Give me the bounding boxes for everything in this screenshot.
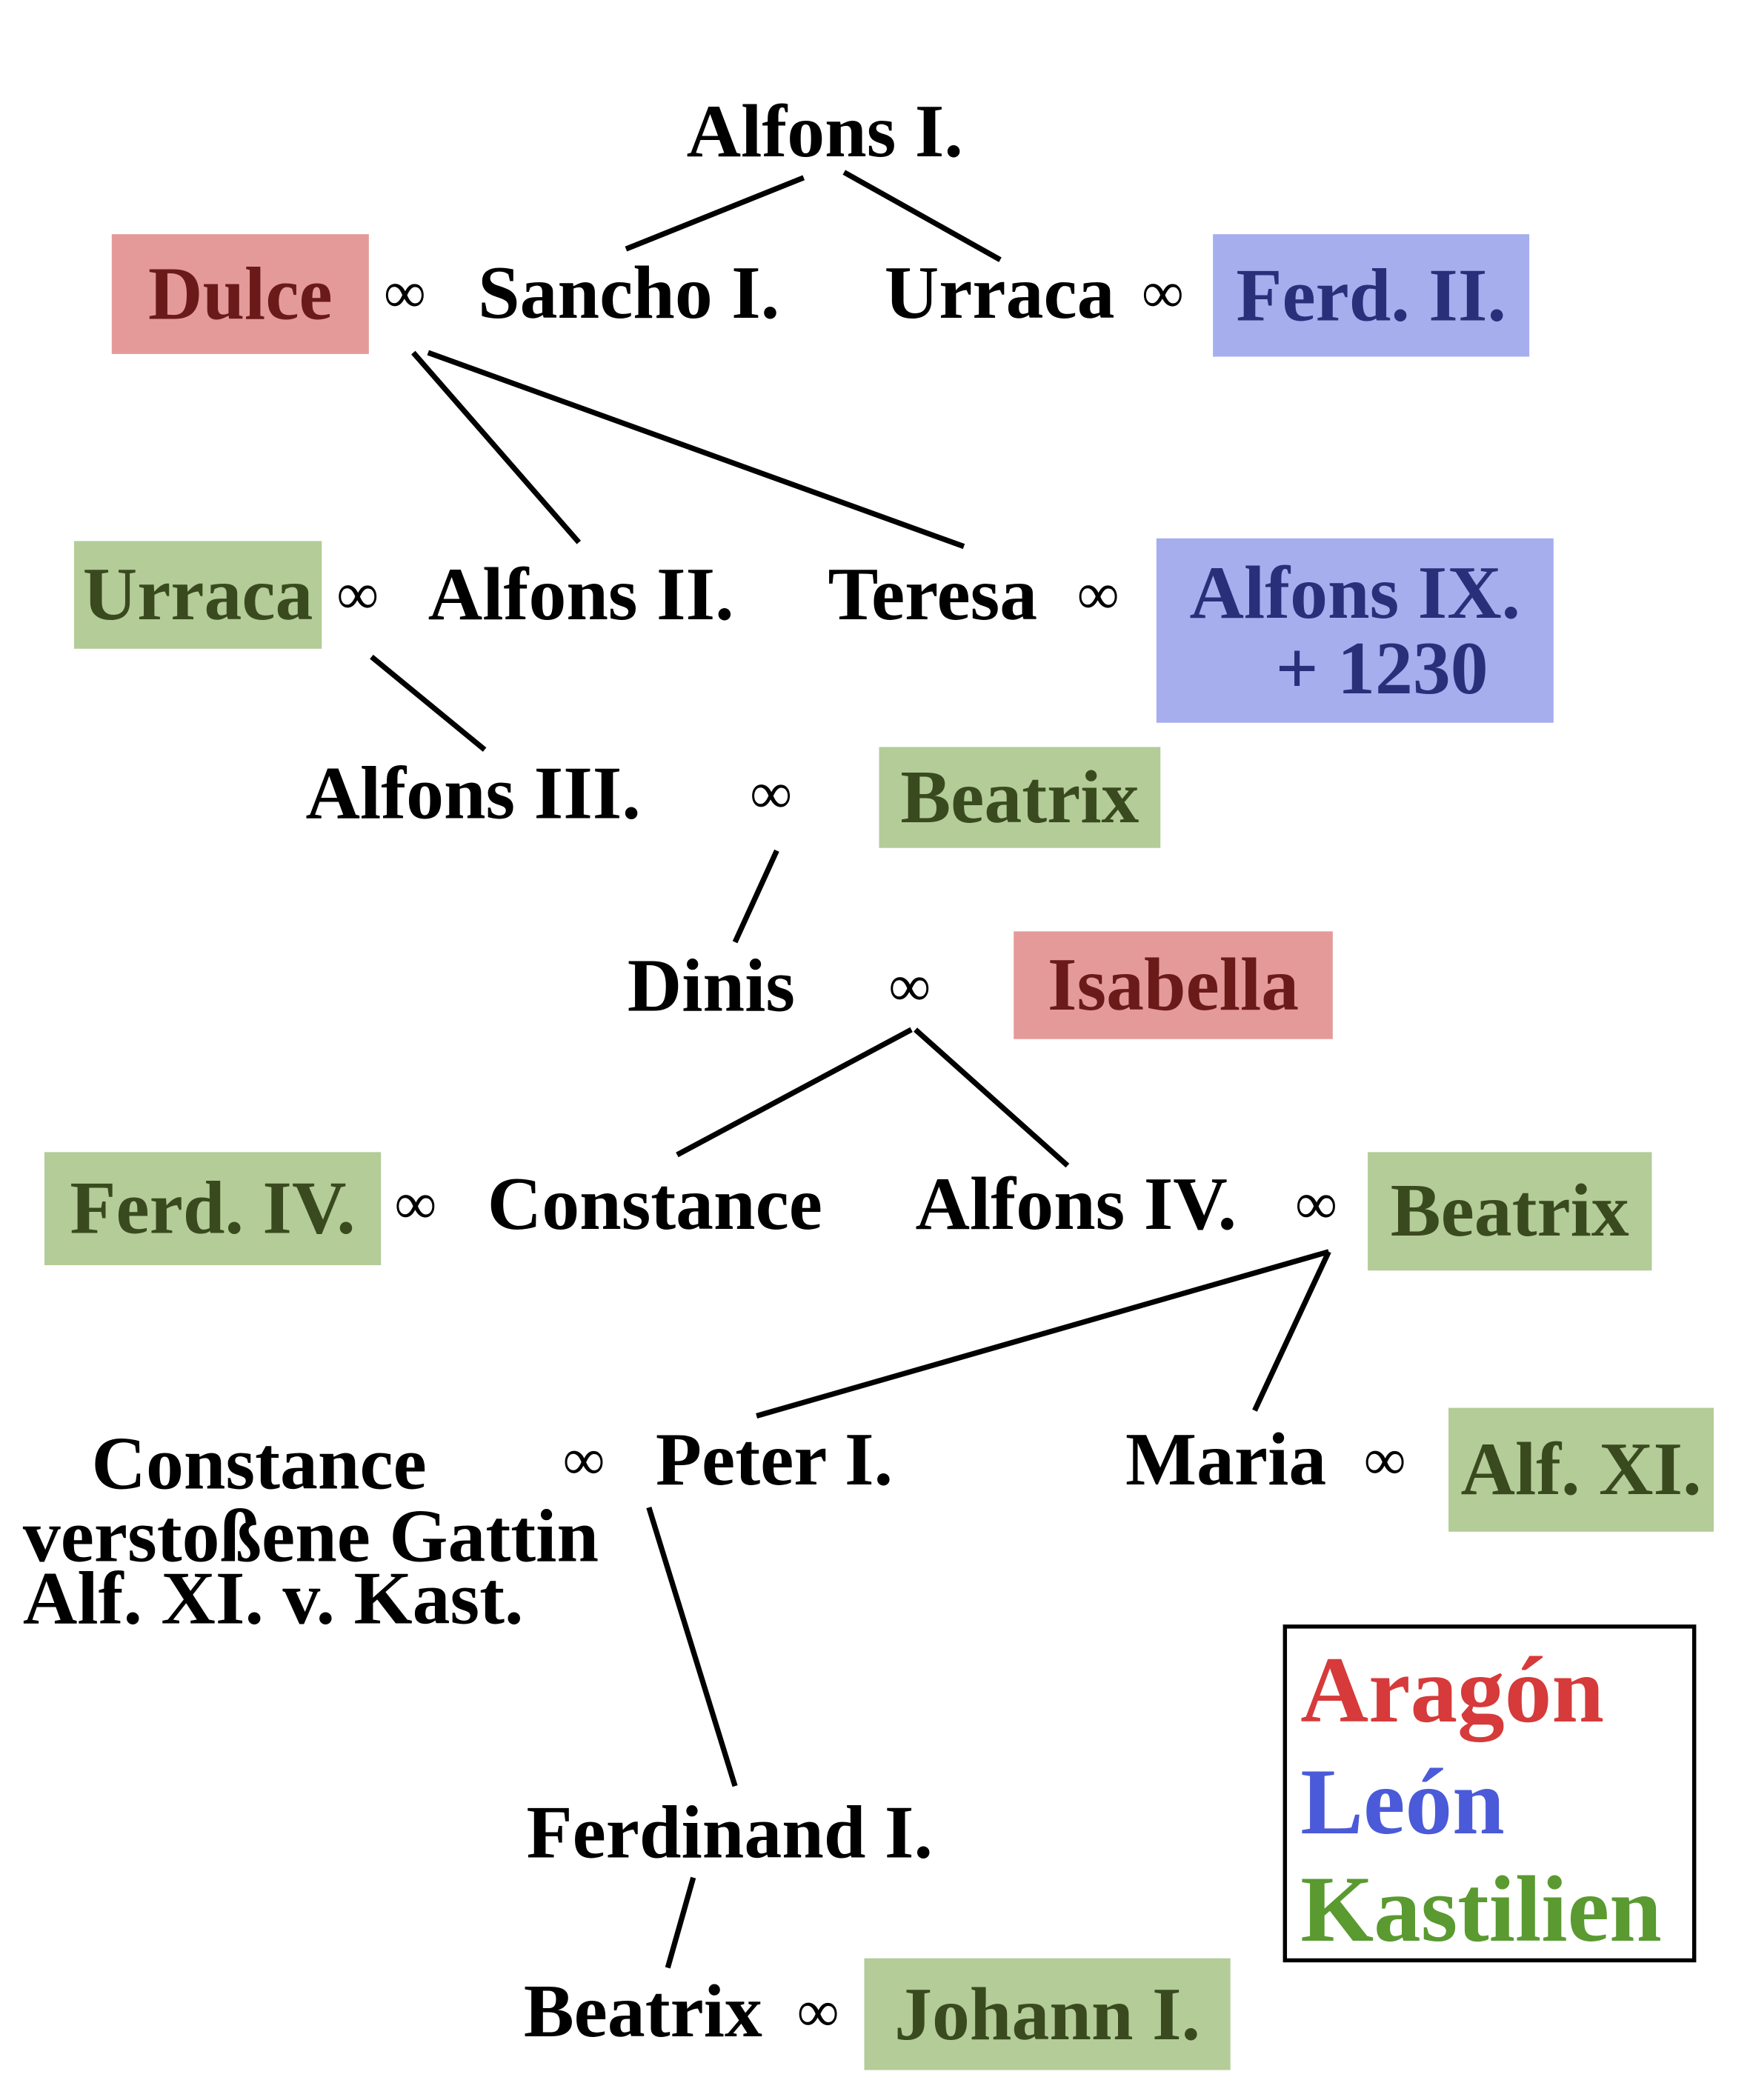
- person-isabella: Isabella: [1014, 931, 1333, 1039]
- link-line: [370, 654, 487, 752]
- legend-leon: León: [1300, 1750, 1505, 1855]
- link-line: [625, 175, 805, 252]
- legend: Aragón León Kastilien: [1282, 1624, 1697, 1963]
- link-line: [411, 350, 582, 544]
- person-ferdinand-1: Ferdinand I.: [526, 1791, 933, 1876]
- link-line: [756, 1249, 1330, 1419]
- marriage-symbol: ∞: [336, 561, 379, 627]
- person-peter-1: Peter I.: [655, 1419, 894, 1502]
- person-urraca-castile: Urraca: [73, 541, 322, 649]
- person-ferd-2: Ferd. II.: [1213, 234, 1530, 357]
- person-alf-11: Alf. XI.: [1448, 1407, 1714, 1532]
- link-line: [842, 170, 1002, 262]
- marriage-symbol: ∞: [394, 1170, 437, 1237]
- link-line: [427, 350, 965, 550]
- person-beatrix-castile: Beatrix: [879, 747, 1161, 848]
- person-beatrix-castile-2: Beatrix: [1368, 1152, 1652, 1271]
- person-beatrix: Beatrix: [523, 1970, 762, 2054]
- link-line: [1252, 1250, 1331, 1412]
- death-year: + 1230: [1275, 626, 1488, 710]
- marriage-symbol: ∞: [888, 953, 931, 1019]
- person-sancho-1: Sancho I.: [478, 251, 780, 336]
- link-line: [914, 1027, 1070, 1168]
- person-alfons-3: Alfons III.: [305, 752, 641, 836]
- marriage-symbol: ∞: [1294, 1170, 1337, 1237]
- marriage-symbol: ∞: [1141, 259, 1184, 326]
- person-alfons-2: Alfons II.: [427, 553, 734, 637]
- constance-note-line2: Alf. XI. v. Kast.: [22, 1557, 524, 1641]
- marriage-symbol: ∞: [750, 760, 793, 827]
- link-line: [665, 1876, 696, 1969]
- person-constance-2: Constance: [91, 1422, 427, 1507]
- person-dulce: Dulce: [111, 234, 369, 354]
- person-maria: Maria: [1125, 1419, 1327, 1502]
- person-name: Alfons IX.: [1189, 551, 1521, 635]
- legend-kastilien: Kastilien: [1300, 1859, 1662, 1963]
- person-constance: Constance: [487, 1162, 822, 1247]
- constance-note-line1: verstoßene Gattin: [22, 1495, 599, 1579]
- person-alfons-9: Alfons IX. + 1230: [1156, 538, 1554, 723]
- person-ferd-4: Ferd. IV.: [44, 1152, 382, 1265]
- person-urraca: Urraca: [884, 251, 1115, 336]
- link-line: [676, 1027, 913, 1158]
- legend-aragon: Aragón: [1300, 1639, 1605, 1744]
- marriage-symbol: ∞: [796, 1978, 839, 2045]
- person-dinis: Dinis: [627, 944, 795, 1029]
- person-teresa: Teresa: [828, 553, 1038, 637]
- person-alfons-1: Alfons I.: [686, 90, 963, 174]
- link-line: [646, 1506, 738, 1787]
- marriage-symbol: ∞: [383, 259, 426, 326]
- marriage-symbol: ∞: [562, 1427, 605, 1493]
- marriage-symbol: ∞: [1077, 561, 1119, 627]
- link-line: [732, 849, 779, 944]
- person-alfons-4: Alfons IV.: [915, 1162, 1237, 1247]
- marriage-symbol: ∞: [1363, 1427, 1406, 1493]
- person-johann-1: Johann I.: [864, 1958, 1231, 2070]
